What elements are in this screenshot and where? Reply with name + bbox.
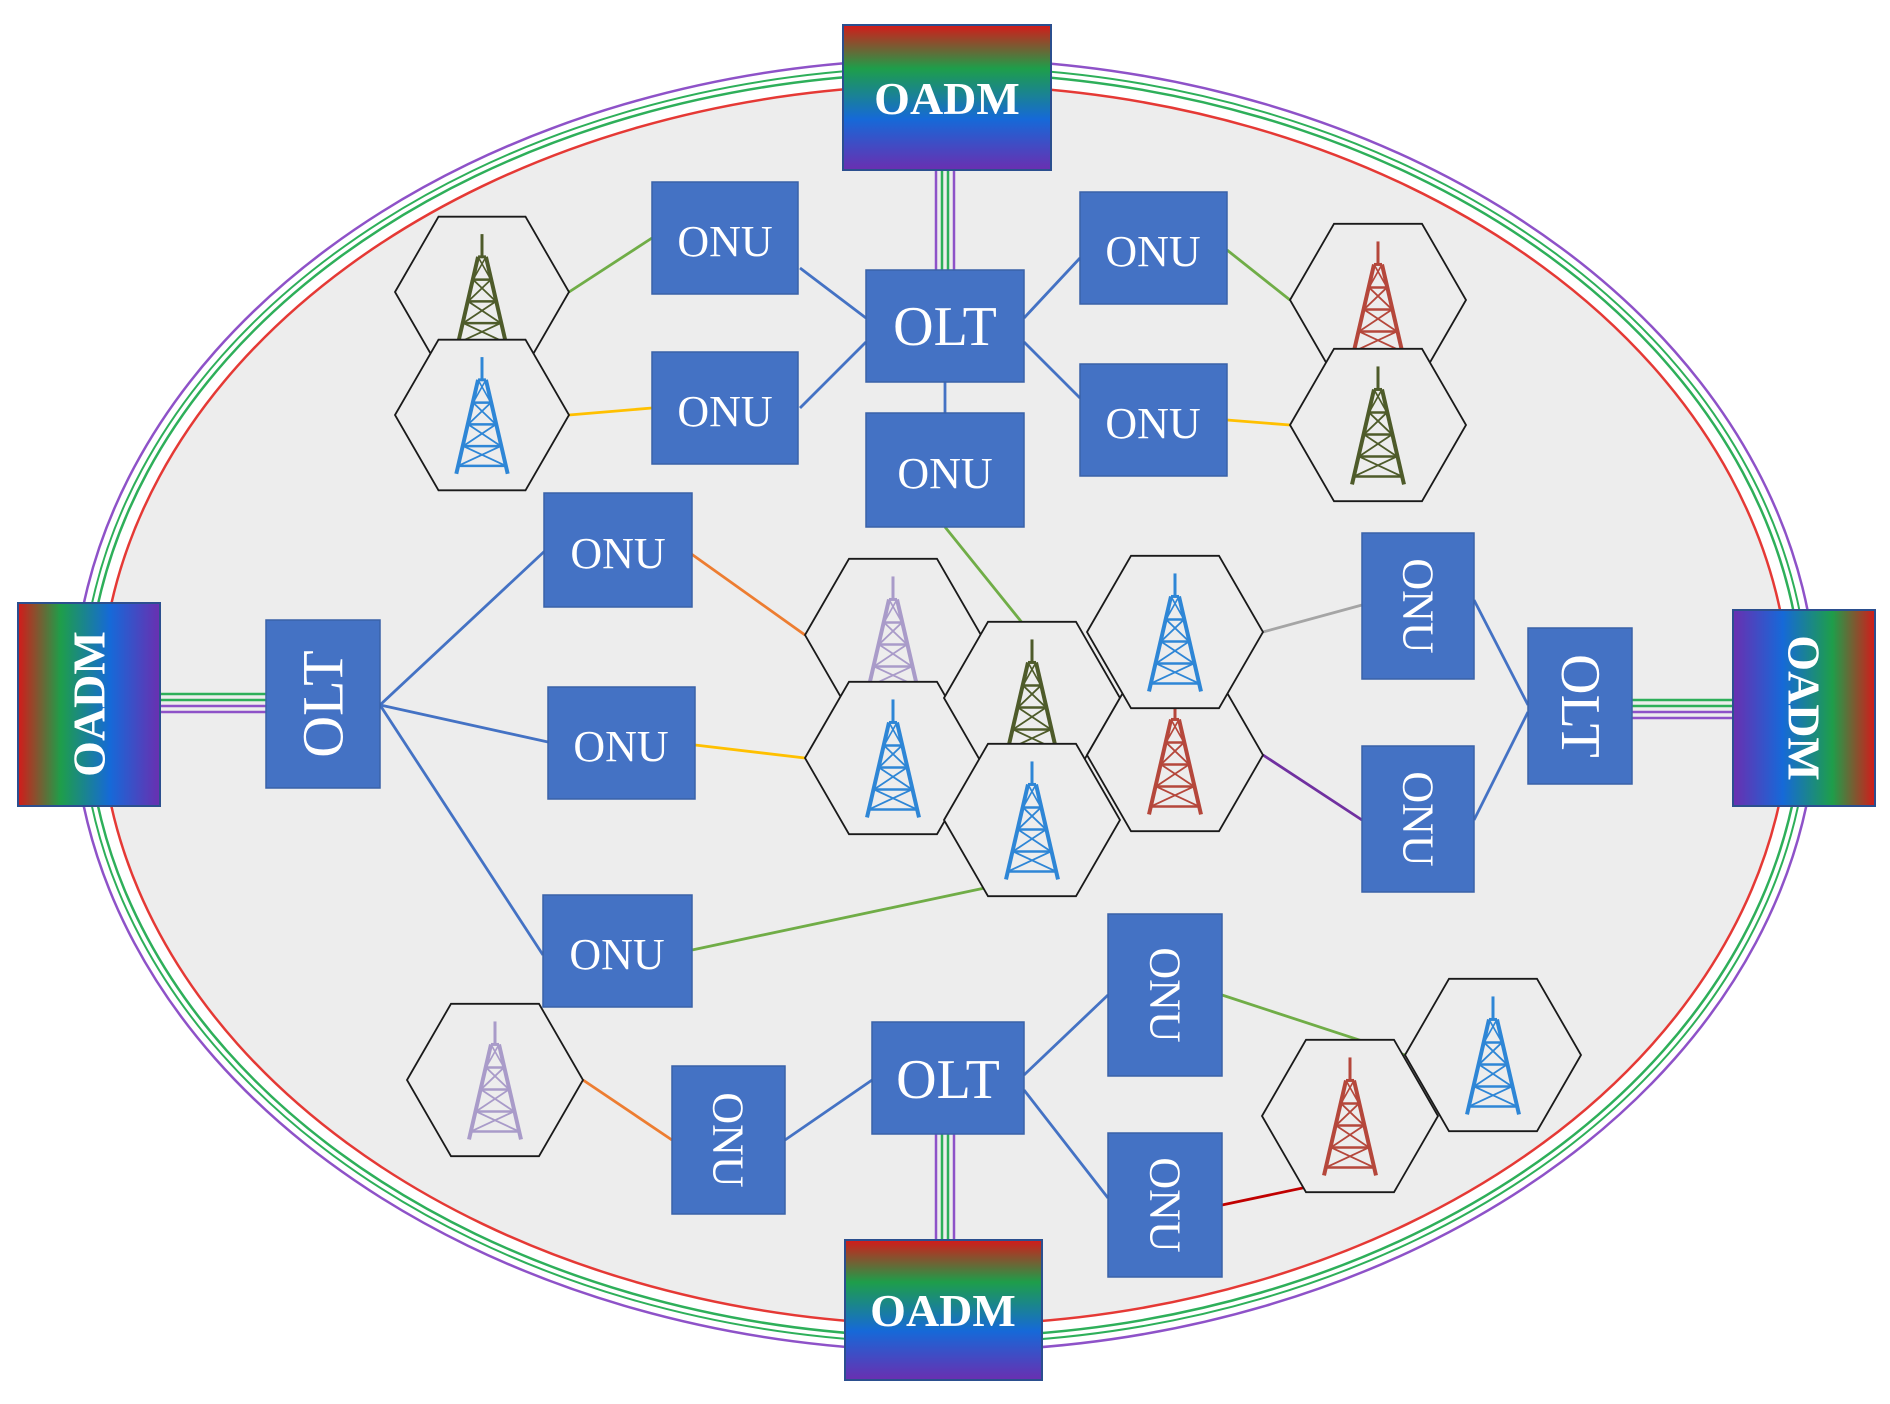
hexagon-cell <box>1260 1038 1440 1194</box>
link-olt-onu <box>1023 993 1109 1077</box>
onu-right-1[interactable]: ONU <box>1361 532 1475 680</box>
onu-bottom-1[interactable]: ONU <box>671 1065 786 1215</box>
olt-onu-links <box>378 257 1530 1199</box>
link-onu-cell <box>943 526 1034 636</box>
link-onu-cell <box>1262 753 1363 822</box>
oadm-right-label: OADM <box>1779 635 1830 781</box>
onu-bottom-1-label: ONU <box>704 1092 753 1187</box>
onu-top-4-label: ONU <box>1105 399 1200 448</box>
link-olt-onu <box>378 704 545 956</box>
cell-tr-2 <box>1288 347 1468 503</box>
link-onu-cell <box>1262 603 1363 634</box>
hexagon-cell <box>405 1002 585 1158</box>
link-onu-cell <box>1226 418 1291 427</box>
link-olt-onu <box>799 266 867 320</box>
onu-left-1-label: ONU <box>570 529 665 578</box>
olt-left[interactable]: OLT <box>265 619 381 789</box>
onu-top-5[interactable]: ONU <box>865 412 1025 528</box>
cell-c-6 <box>1085 554 1265 710</box>
onu-top-3-label: ONU <box>1105 227 1200 276</box>
link-olt-onu <box>379 546 549 707</box>
hexagon-cell <box>942 742 1122 898</box>
olt-top[interactable]: OLT <box>865 269 1025 383</box>
oadm-right[interactable]: OADM <box>1732 609 1876 807</box>
olt-bottom[interactable]: OLT <box>871 1021 1025 1135</box>
link-olt-onu <box>379 703 549 744</box>
oadm-olt-links <box>160 170 1733 1240</box>
onu-left-2-label: ONU <box>573 722 668 771</box>
link-onu-cell <box>1226 248 1291 302</box>
onu-bottom-2-label: ONU <box>1141 947 1190 1042</box>
onu-right-2[interactable]: ONU <box>1361 745 1475 893</box>
onu-top-2-label: ONU <box>677 387 772 436</box>
onu-right-2-label: ONU <box>1394 771 1443 866</box>
olt-bottom-label: OLT <box>896 1049 1000 1111</box>
cell-bl-1 <box>405 1002 585 1158</box>
hexagon-cell <box>1403 977 1583 1133</box>
onu-bottom-2[interactable]: ONU <box>1107 913 1223 1077</box>
cell-br-1 <box>1260 1038 1440 1194</box>
olt-right-label: OLT <box>1549 654 1611 758</box>
oadm-bottom[interactable]: OADM <box>844 1239 1043 1381</box>
link-olt-onu <box>799 341 867 409</box>
onu-top-1[interactable]: ONU <box>651 181 799 295</box>
link-onu-cell <box>691 876 1033 952</box>
onu-left-3-label: ONU <box>569 930 664 979</box>
onu-top-3[interactable]: ONU <box>1079 191 1228 305</box>
oadm-top-label: OADM <box>874 73 1020 124</box>
cells-layer <box>393 215 1583 1194</box>
link-onu-cell <box>568 236 653 294</box>
oadm-left[interactable]: OADM <box>17 602 161 807</box>
boxes-layer: OLT OLT OLT OLT ONU ONU ONU ONU <box>265 181 1633 1278</box>
onu-top-2[interactable]: ONU <box>651 351 799 465</box>
link-onu-cell <box>694 743 806 760</box>
link-olt-onu <box>784 1076 876 1142</box>
hexagon-cell <box>393 338 571 492</box>
onu-bottom-3[interactable]: ONU <box>1107 1132 1223 1278</box>
link-olt-onu <box>1022 1089 1110 1199</box>
olt-left-label: OLT <box>291 650 356 757</box>
onu-top-5-label: ONU <box>897 449 992 498</box>
cell-tl-2 <box>393 338 571 492</box>
oadm-layer: OADM OADM OADM OADM <box>17 24 1876 1381</box>
olt-right[interactable]: OLT <box>1527 627 1633 785</box>
link-olt-onu <box>1023 341 1081 399</box>
oadm-bottom-label: OADM <box>870 1285 1016 1336</box>
link-olt-onu <box>1022 257 1082 319</box>
onu-top-4[interactable]: ONU <box>1079 363 1228 477</box>
link-onu-cell <box>568 406 653 417</box>
hexagon-cell <box>1085 554 1265 710</box>
onu-left-1[interactable]: ONU <box>543 492 693 608</box>
olt-top-label: OLT <box>893 296 997 358</box>
oadm-top[interactable]: OADM <box>842 24 1052 171</box>
cell-br-2 <box>1403 977 1583 1133</box>
hexagon-cell <box>1288 347 1468 503</box>
onu-cell-links <box>568 236 1406 1207</box>
cell-c-4 <box>942 742 1122 898</box>
link-onu-cell <box>582 1078 673 1142</box>
onu-right-1-label: ONU <box>1394 558 1443 653</box>
oadm-left-label: OADM <box>64 631 115 777</box>
link-olt-onu <box>1472 599 1530 706</box>
link-onu-cell <box>689 551 806 637</box>
link-olt-onu <box>1472 711 1530 821</box>
onu-top-1-label: ONU <box>677 217 772 266</box>
onu-bottom-3-label: ONU <box>1141 1157 1190 1252</box>
onu-left-3[interactable]: ONU <box>542 894 693 1008</box>
onu-left-2[interactable]: ONU <box>547 686 696 800</box>
